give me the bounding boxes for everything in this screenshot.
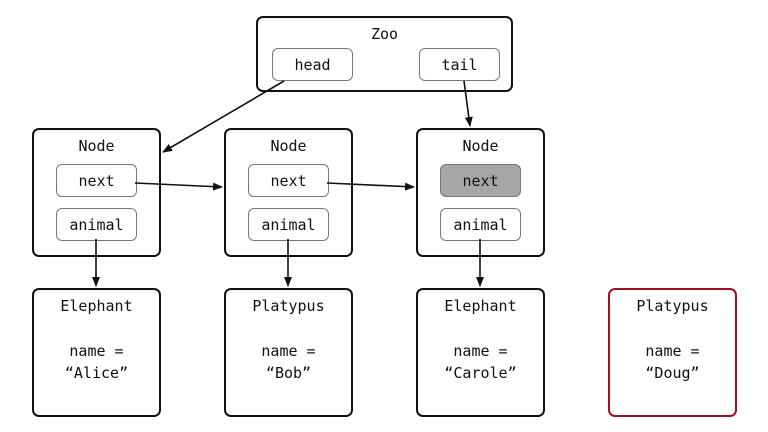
animal-box-bob: Platypus name = “Bob” [224, 288, 353, 417]
animal-box-alice: Elephant name = “Alice” [32, 288, 161, 417]
node-next-field: next [248, 164, 329, 197]
next-pointer-arrow-1 [134, 182, 223, 191]
animal-type: Elephant [60, 297, 133, 315]
animal-box-doug-orphan: Platypus name = “Doug” [608, 288, 737, 417]
head-pointer-arrow [162, 80, 285, 153]
animal-type: Platypus [636, 297, 709, 315]
tail-pointer-arrow [463, 80, 473, 127]
animal-name-label: name = [261, 342, 316, 360]
node-title: Node [462, 137, 499, 155]
zoo-tail-field: tail [419, 48, 500, 81]
animal-name-label: name = [645, 342, 700, 360]
next-pointer-arrow-2 [326, 182, 415, 191]
zoo-head-field: head [272, 48, 353, 81]
node-next-field-highlighted: next [440, 164, 521, 197]
animal-name-value: “Doug” [645, 364, 700, 382]
animal-box-carole: Elephant name = “Carole” [416, 288, 545, 417]
node-box-2: Node next animal [224, 128, 353, 257]
animal-type: Elephant [444, 297, 517, 315]
node-animal-field: animal [248, 208, 329, 241]
node-animal-field: animal [56, 208, 137, 241]
animal-name-label: name = [453, 342, 508, 360]
zoo-box: Zoo head tail [256, 16, 513, 92]
animal-name-value: “Carole” [444, 364, 517, 382]
node-animal-field: animal [440, 208, 521, 241]
animal-name-label: name = [69, 342, 124, 360]
animal-name-value: “Bob” [265, 364, 312, 382]
node-title: Node [78, 137, 115, 155]
zoo-title: Zoo [370, 25, 399, 43]
node-title: Node [270, 137, 307, 155]
node-box-3: Node next animal [416, 128, 545, 257]
node-next-field: next [56, 164, 137, 197]
animal-name-value: “Alice” [64, 364, 129, 382]
animal-type: Platypus [252, 297, 325, 315]
